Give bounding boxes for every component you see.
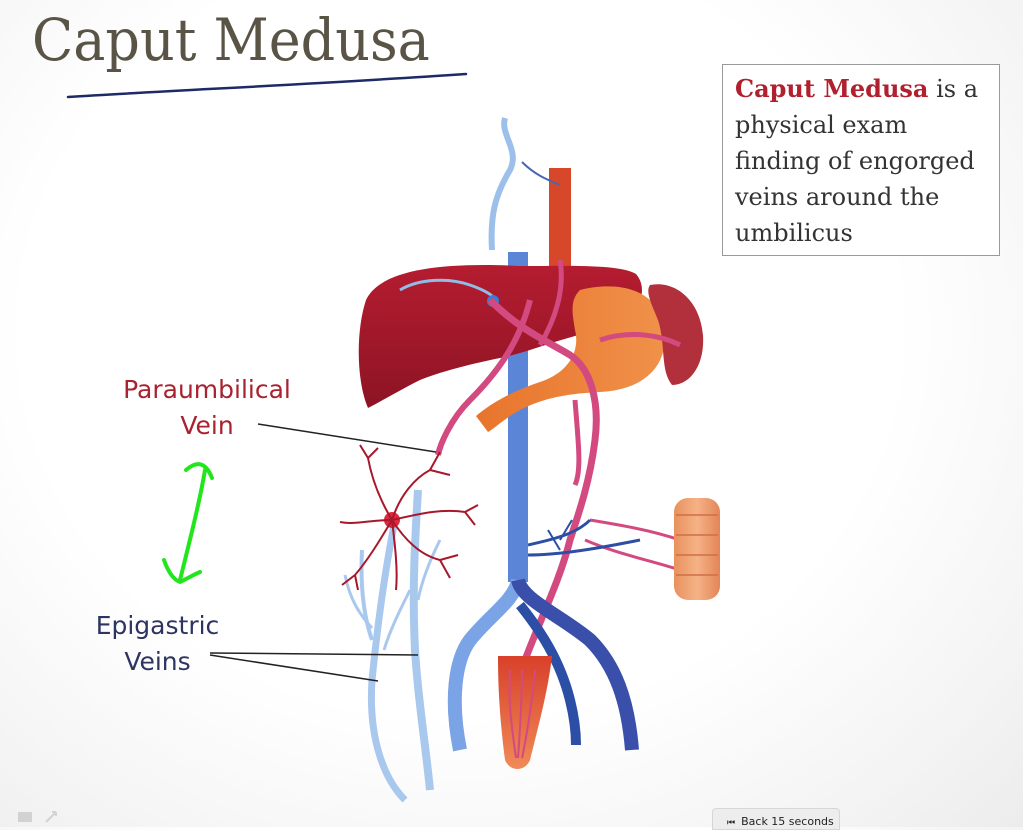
rectum: [498, 656, 552, 769]
stomach: [476, 286, 666, 432]
title-underline: [66, 72, 468, 99]
green-double-arrow: [162, 462, 214, 584]
label-paraumbilical-line2: Vein: [180, 411, 234, 440]
slide-title: Caput Medusa: [32, 6, 430, 74]
epigastric-vein: [409, 489, 434, 791]
label-paraumbilical-vein: Paraumbilical Vein: [112, 372, 302, 444]
label-epigastric-veins: Epigastric Veins: [80, 608, 235, 680]
slide-nav-controls[interactable]: [16, 808, 76, 826]
spleen: [648, 284, 704, 385]
epigastric-pointer-2: [209, 654, 379, 682]
paraumbilical-pointer: [257, 423, 437, 453]
skip-back-icon: ⏮: [727, 818, 736, 828]
definition-box: Caput Medusa is a physical exam finding …: [722, 64, 1000, 256]
epigastric-pointer-1: [209, 652, 419, 656]
label-epigastric-line1: Epigastric: [95, 611, 220, 640]
label-paraumbilical-line1: Paraumbilical: [123, 375, 291, 404]
back-15-seconds-label: Back 15 seconds: [741, 815, 834, 828]
definition-text: is a physical exam finding of engorged v…: [735, 75, 979, 247]
colon-segment: [674, 498, 720, 600]
esophagus: [549, 168, 571, 278]
label-epigastric-line2: Veins: [124, 647, 191, 676]
liver: [358, 265, 642, 408]
back-15-seconds-button[interactable]: ⏮ Back 15 seconds: [712, 808, 840, 830]
azygos-vein: [488, 117, 516, 251]
definition-term: Caput Medusa: [735, 74, 929, 103]
